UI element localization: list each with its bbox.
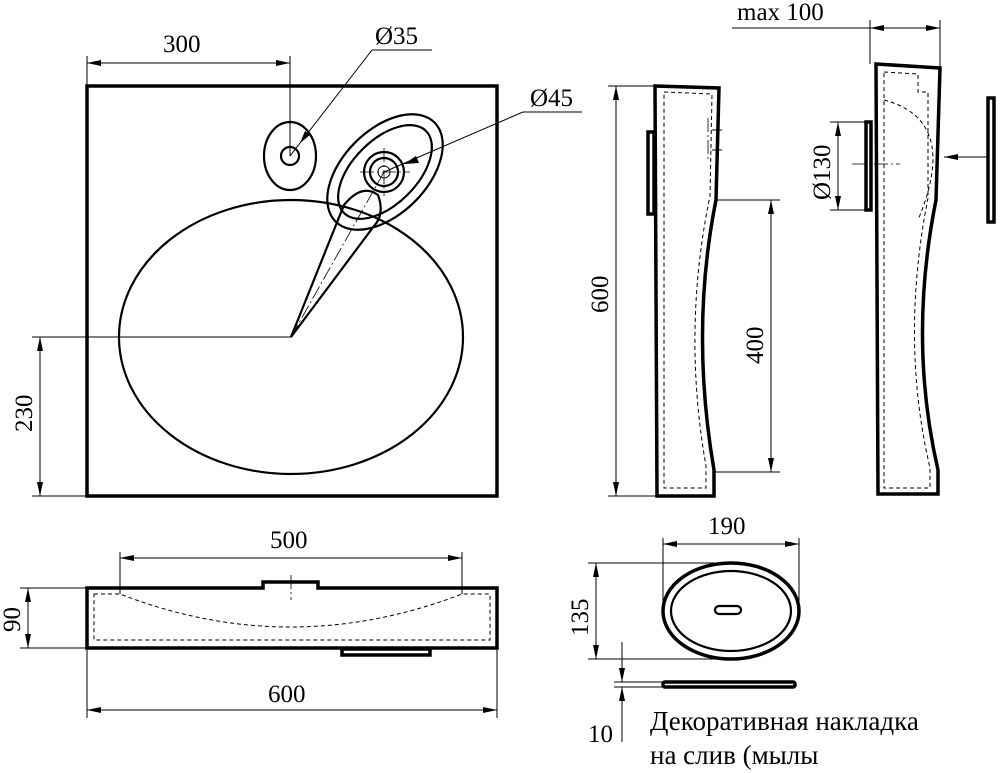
dim-400: 400	[742, 327, 769, 365]
drain-channel	[289, 189, 382, 338]
side-outline	[653, 84, 721, 498]
elevation-drain-cover	[340, 647, 432, 657]
dim-faucet-hole: Ø35	[375, 23, 418, 50]
plan-outline	[85, 84, 499, 498]
drain-assembly	[326, 113, 444, 231]
dim-190: 190	[708, 513, 746, 540]
dim-max-100: max 100	[737, 0, 824, 26]
dim-600-width: 600	[268, 681, 306, 708]
plan-view: 300 Ø35 Ø45 230	[11, 23, 582, 498]
dim-300: 300	[163, 31, 201, 58]
note-line-2: на слив (мылы	[650, 740, 818, 770]
elevation-outline	[85, 580, 499, 650]
side-drain-cover	[646, 130, 656, 216]
dim-90: 90	[0, 607, 26, 632]
dim-230: 230	[11, 395, 38, 433]
dim-500: 500	[270, 527, 308, 554]
dim-flange: Ø130	[809, 144, 836, 200]
dim-600-height: 600	[587, 276, 614, 314]
dim-10: 10	[588, 721, 613, 748]
note-line-1: Декоративная накладка	[650, 706, 919, 736]
front-drain-flange	[864, 120, 873, 212]
front-drain-cover	[986, 96, 996, 224]
cover-side-profile	[661, 680, 797, 689]
cover-slot	[713, 604, 743, 616]
dim-135: 135	[567, 599, 594, 637]
side-view: 600 400	[587, 84, 780, 498]
cover-detail: 190 135 10 Декоративная накладка на слив…	[567, 513, 919, 770]
front-section-view: max 100 Ø130	[732, 0, 996, 496]
front-outline	[874, 62, 942, 496]
front-elevation: 500 90 600	[0, 527, 499, 718]
cover-inner	[669, 569, 793, 653]
cover-outer	[661, 561, 801, 661]
dim-drain-hole: Ø45	[530, 85, 573, 112]
